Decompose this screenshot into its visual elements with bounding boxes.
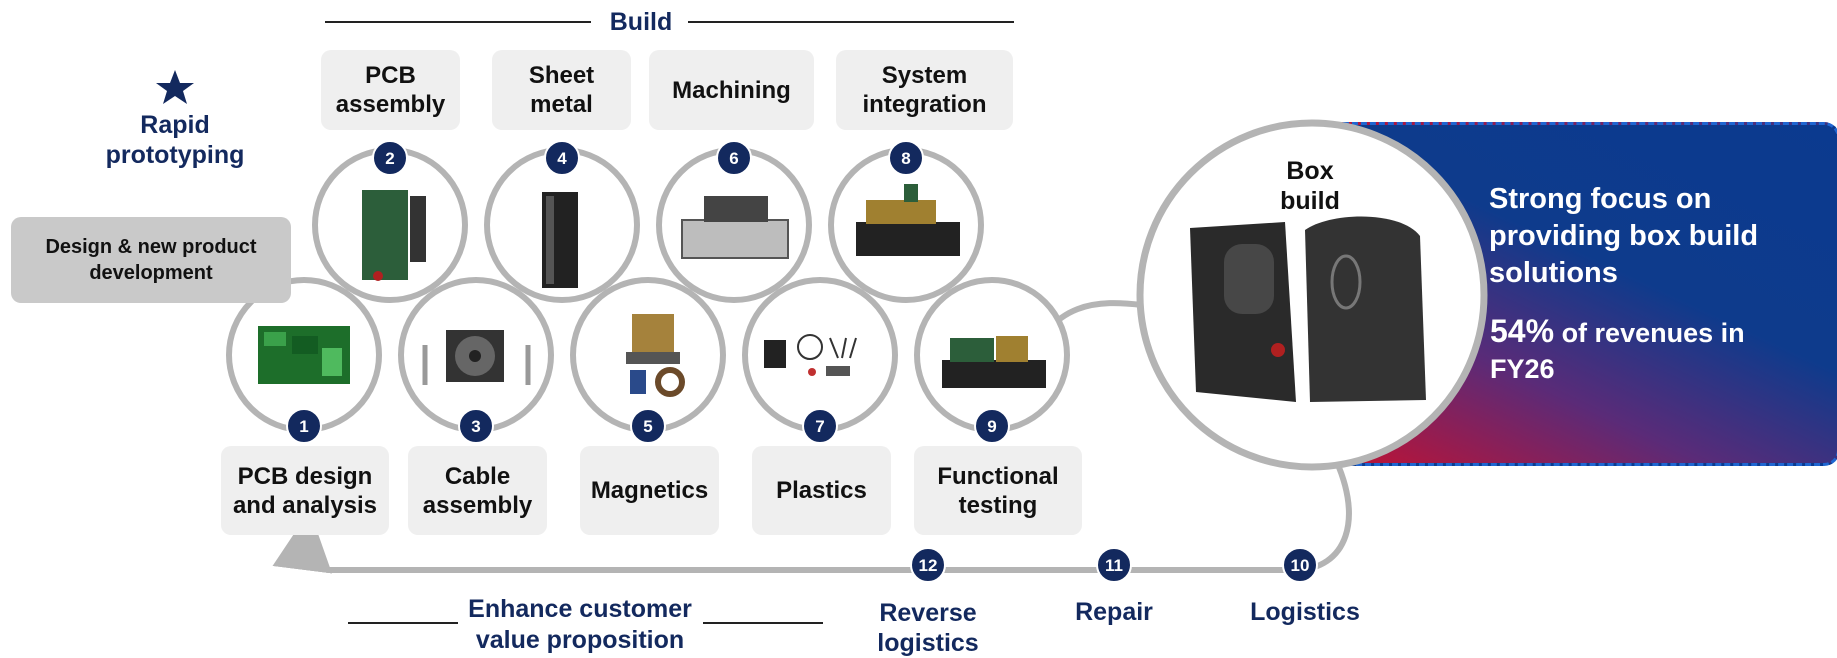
panel-revenue-text: 54% of revenues in FY26 [1490,313,1810,387]
box-system-integration: System integration [836,50,1013,130]
step-10-number: 10 [1291,556,1310,575]
step-1-circle [286,408,322,444]
panel-heading: Strong focus on providing box build solu… [1489,183,1759,289]
step-2-circle [372,140,408,176]
build-line-right [688,21,1014,23]
box-sheet-metal: Sheet metal [492,50,631,130]
step-6-number: 6 [729,149,738,168]
step-5-circle [630,408,666,444]
functional-testing-photo [942,336,1046,388]
enhance-label: Enhance customer value proposition [468,595,692,654]
build-header: Build [609,8,673,36]
revenue-text: of revenues in [1561,318,1745,348]
step-8-number: 8 [901,149,910,168]
box-pcb-design: PCB design and analysis [221,446,389,535]
step-4-number: 4 [557,149,567,168]
step-6-circle [716,140,752,176]
step-7-number: 7 [815,417,824,436]
box-machining: Machining [649,50,814,130]
step-11-circle [1096,547,1132,583]
step-9-number: 9 [987,417,996,436]
reverse-logistics-label: Reverse logistics [877,599,979,657]
box-build-photo [1190,216,1426,402]
box-build-title: Box build [1280,157,1340,215]
machining-photo [681,196,789,259]
step-10-circle [1282,547,1318,583]
box-functional-testing: Functional testing [914,446,1082,535]
step-12-circle [910,547,946,583]
rapid-prototyping-label: Rapid prototyping [105,111,245,169]
enhance-line-left [348,622,458,624]
pcb-design-photo [258,326,350,384]
step-1-number: 1 [299,417,308,436]
step-11-number: 11 [1105,556,1123,575]
logistics-label: Logistics [1250,598,1360,626]
step-12-number: 12 [919,556,938,575]
step-2-number: 2 [385,149,394,168]
step-5-number: 5 [643,417,652,436]
build-line-left [325,21,591,23]
box-plastics: Plastics [752,446,891,535]
step-9-circle [974,408,1010,444]
step-3-circle [458,408,494,444]
step-3-number: 3 [471,417,480,436]
cable-assembly-photo [422,330,531,385]
step-4-circle [544,140,580,176]
plastics-photo [764,334,857,376]
box-pcb-assembly: PCB assembly [321,50,460,130]
step-8-circle [888,140,924,176]
box-cable-assembly: Cable assembly [408,446,547,535]
design-development-box: Design & new product development [11,217,291,303]
box-magnetics: Magnetics [580,446,719,535]
system-integration-photo [856,184,960,256]
sheet-metal-photo [542,192,578,288]
pcb-assembly-photo [362,190,426,281]
magnetics-photo [626,314,685,397]
revenue-year: FY26 [1490,354,1555,384]
step-7-circle [802,408,838,444]
enhance-line-right [703,622,823,624]
revenue-percent: 54% [1490,313,1555,349]
repair-label: Repair [1075,598,1153,626]
star-icon [156,70,194,104]
